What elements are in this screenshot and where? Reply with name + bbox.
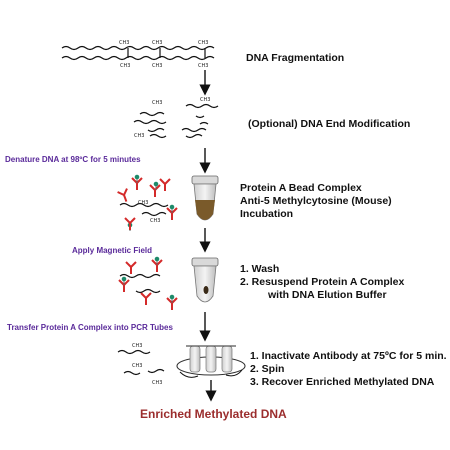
svg-text:CH3: CH3: [132, 343, 142, 349]
svg-text:CH3: CH3: [150, 218, 160, 224]
step-wash: 1. Wash 2. Resuspend Protein A Complex w…: [240, 263, 404, 302]
svg-text:CH3: CH3: [152, 40, 162, 46]
svg-text:CH3: CH3: [200, 97, 210, 103]
final-line-2: 2. Spin: [250, 363, 285, 375]
svg-text:CH3: CH3: [152, 380, 162, 386]
step-bead-complex: Protein A Bead Complex Anti-5 Methylcyto…: [240, 182, 392, 221]
wash-line-2: 2. Resuspend Protein A Complex: [240, 276, 405, 288]
bead-line-2: Anti-5 Methylcytosine (Mouse): [240, 195, 392, 207]
result-title: Enriched Methylated DNA: [140, 407, 287, 421]
svg-text:CH3: CH3: [120, 63, 130, 69]
svg-text:CH3: CH3: [134, 133, 144, 139]
wash-line-1: 1. Wash: [240, 263, 280, 275]
bead-line-3: Incubation: [240, 208, 294, 220]
note-magnetic: Apply Magnetic Field: [72, 246, 153, 255]
final-line-3: 3. Recover Enriched Methylated DNA: [250, 376, 435, 388]
note-denature: Denature DNA at 98ºC for 5 minutes: [5, 155, 141, 164]
svg-text:CH3: CH3: [198, 40, 208, 46]
step-end-modification: (Optional) DNA End Modification: [248, 118, 411, 130]
note-transfer: Transfer Protein A Complex into PCR Tube…: [7, 323, 173, 332]
step-final: 1. Inactivate Antibody at 75ºC for 5 min…: [250, 350, 447, 389]
final-line-1: 1. Inactivate Antibody at 75ºC for 5 min…: [250, 350, 447, 362]
wash-line-3: with DNA Elution Buffer: [268, 289, 387, 301]
svg-text:CH3: CH3: [132, 363, 142, 369]
svg-text:CH3: CH3: [198, 63, 208, 69]
svg-text:CH3: CH3: [138, 200, 148, 206]
step-dna-fragmentation: DNA Fragmentation: [246, 52, 345, 64]
svg-text:CH3: CH3: [152, 63, 162, 69]
pcr-tube-rack-icon: [176, 345, 246, 378]
microtube-icon: [191, 257, 219, 303]
dna-fragments-icon: [133, 103, 219, 139]
svg-text:CH3: CH3: [119, 40, 129, 46]
antibody-cluster-icon: [118, 256, 178, 311]
bead-line-1: Protein A Bead Complex: [240, 182, 362, 194]
svg-text:CH3: CH3: [152, 100, 162, 106]
microtube-icon: [191, 175, 219, 221]
dna-strand-icon: [61, 45, 215, 61]
